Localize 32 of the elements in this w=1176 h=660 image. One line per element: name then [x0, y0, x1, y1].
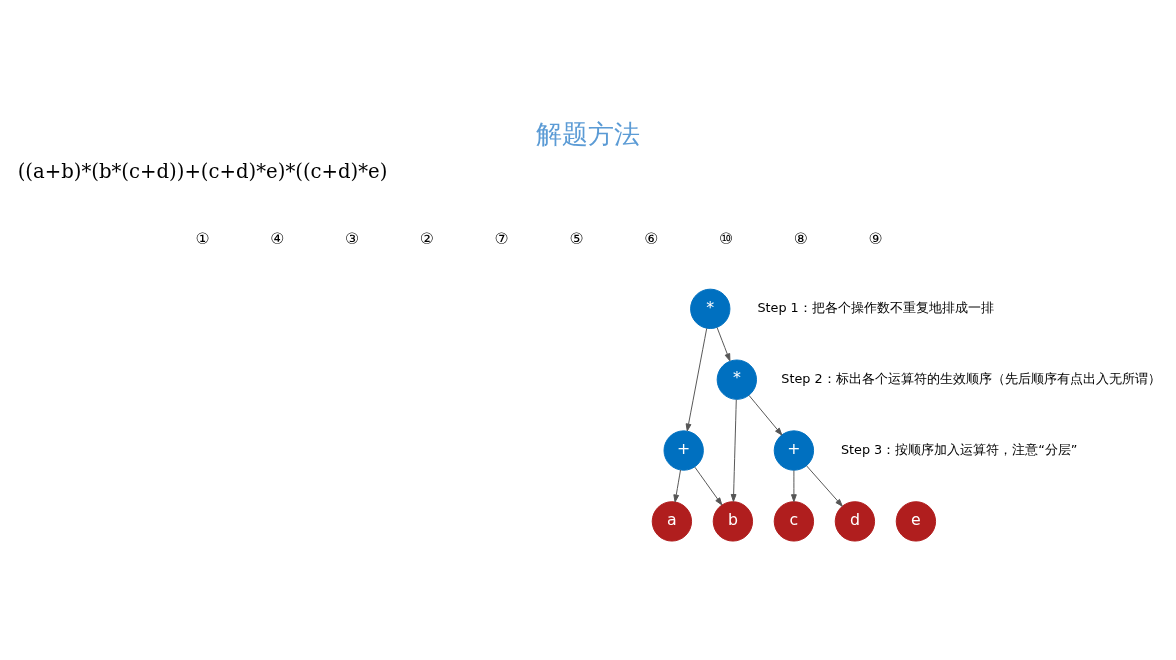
label: ③ — [345, 228, 360, 248]
label: ⑩ — [718, 228, 734, 248]
label: ① — [195, 228, 210, 248]
arrow — [673, 469, 681, 503]
arrow — [806, 465, 843, 507]
label: ④ — [270, 228, 285, 248]
label: ⑦ — [494, 228, 509, 248]
arrow — [730, 399, 737, 502]
node-circle: + — [773, 430, 815, 471]
arrow — [685, 327, 708, 432]
arrow — [791, 469, 797, 503]
label: Step 2：标出各个运算符的生效顺序（先后顺序有点出入无所谓） — [781, 371, 1161, 387]
label: ⑥ — [644, 228, 659, 248]
label: Step 3：按顺序加入运算符，注意“分层” — [840, 441, 1078, 457]
node-circle: b — [712, 501, 754, 542]
node-circle: e — [895, 501, 937, 542]
arrow — [748, 394, 783, 436]
label: ⑨ — [868, 228, 883, 248]
node-circle: + — [663, 430, 704, 471]
node-circle: a — [651, 501, 693, 542]
node-circle: d — [834, 501, 876, 542]
node-circle: * — [716, 359, 757, 400]
label: ((a+b)*(b*(c+d))+(c+d)*e)*((c+d)*e) — [17, 159, 388, 183]
label: ⑧ — [793, 228, 808, 248]
arrow — [716, 327, 731, 362]
diagram-title: 解题方法 — [536, 119, 640, 150]
node-circle: * — [690, 288, 731, 329]
label: ⑤ — [569, 228, 584, 248]
label: ② — [419, 228, 434, 248]
arrow — [694, 466, 723, 506]
label: Step 1：把各个操作数不重复地排成一排 — [757, 300, 994, 316]
node-circle: c — [773, 501, 815, 542]
